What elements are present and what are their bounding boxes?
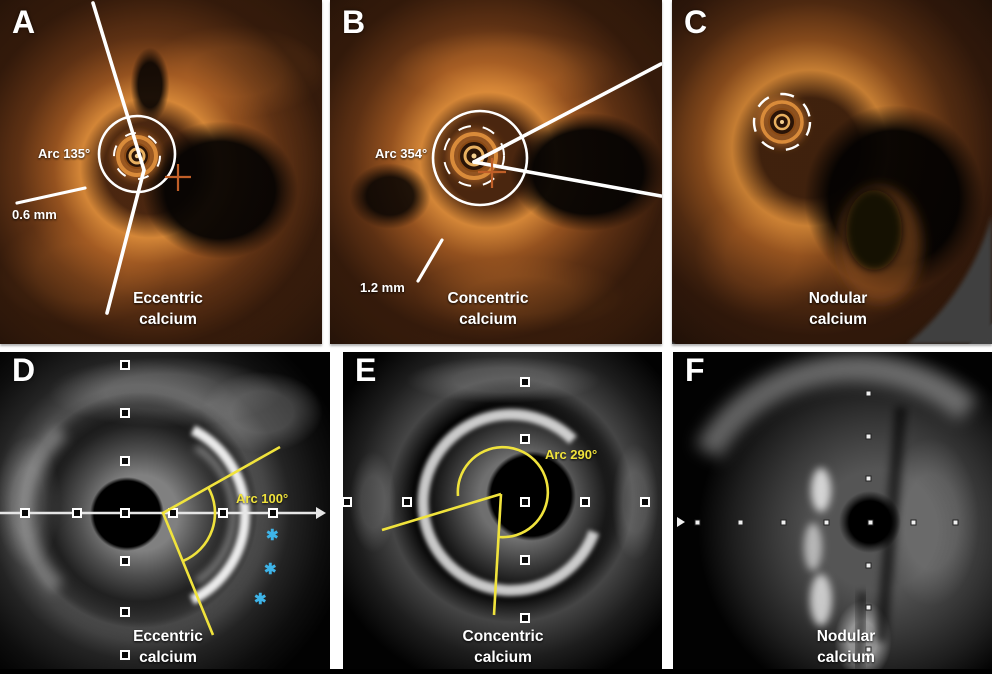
calcium-echo [17, 425, 251, 605]
caption-line: calcium [817, 649, 875, 666]
panel-caption: Concentric calcium [408, 288, 568, 330]
panel-letter: D [12, 352, 36, 388]
caption-line: Nodular [808, 290, 868, 307]
arc-measurement-label: Arc 100° [236, 491, 289, 506]
figure-bottom-border [0, 669, 992, 674]
tick-markers [20, 360, 278, 660]
tick-markers [343, 377, 650, 623]
panel-f-ivus-nodular-calcium: F Nodular calcium [673, 352, 992, 669]
crosshair-marker [478, 158, 506, 188]
panel-d-graphics [0, 360, 326, 660]
panel-caption: Nodular calcium [766, 626, 926, 668]
speckle-texture [695, 353, 978, 669]
panel-letter: E [355, 352, 377, 388]
arc-measurement-label: Arc 354° [375, 146, 428, 161]
arc-measurement-label: Arc 135° [38, 146, 91, 161]
scan-field-corner [907, 215, 992, 344]
calcium-arc-annotation [15, 1, 177, 315]
panel-caption: Nodular calcium [758, 288, 918, 330]
panel-a-oct-eccentric-calcium: A Arc 135° 0.6 mm Eccentric calcium [0, 0, 322, 344]
calcified-nodule [838, 187, 922, 303]
arc-angle-annotation [381, 445, 550, 616]
thickness-measurement-label: 0.6 mm [12, 207, 57, 222]
arc-measurement-label: Arc 290° [545, 447, 598, 462]
panel-b-graphics [416, 62, 662, 283]
panel-letter: C [684, 4, 708, 40]
crosshair-marker [165, 164, 191, 191]
caption-line: Nodular [816, 628, 876, 645]
calcium-echo [417, 409, 600, 597]
panel-e-graphics [343, 377, 650, 623]
caption-line: calcium [139, 649, 197, 666]
panel-b-oct-concentric-calcium: B Arc 354° 1.2 mm Concentric calcium [330, 0, 662, 344]
axis-arrow-icon [677, 517, 685, 527]
arc-angle-annotation [161, 445, 281, 636]
tick-markers [694, 390, 959, 653]
caption-line: Concentric [462, 628, 544, 645]
panel-letter: A [12, 4, 36, 40]
panel-caption: Eccentric calcium [88, 288, 248, 330]
panel-letter: B [342, 4, 366, 40]
calcium-arc-annotation [416, 62, 662, 283]
panel-c-oct-nodular-calcium: C Nodular calcium [672, 0, 992, 344]
asterisk-marker: ✱ [264, 561, 277, 578]
panel-e-ivus-concentric-calcium: E Arc 290° Concentric calcium [343, 352, 662, 669]
caption-line: calcium [139, 311, 197, 328]
caption-line: Eccentric [133, 628, 203, 645]
caption-line: Eccentric [133, 290, 203, 307]
measurement-axis [0, 507, 326, 519]
calcium-arc-annotation [752, 92, 812, 152]
asterisk-marker: ✱ [254, 591, 267, 608]
caption-line: calcium [474, 649, 532, 666]
panel-f-graphics [677, 353, 978, 669]
thickness-measurement-label: 1.2 mm [360, 280, 405, 295]
panel-letter: F [685, 352, 705, 388]
caption-line: calcium [459, 311, 517, 328]
caption-line: calcium [809, 311, 867, 328]
panel-d-ivus-eccentric-calcium: D Arc 100° ✱ ✱ ✱ Eccentric calcium [0, 352, 330, 669]
panel-caption: Concentric calcium [423, 626, 583, 668]
panel-caption: Eccentric calcium [88, 626, 248, 668]
catheter-artifact [757, 97, 807, 147]
axis-arrow-icon [316, 507, 326, 519]
catheter-artifact [447, 129, 501, 183]
asterisk-marker: ✱ [266, 527, 279, 544]
caption-line: Concentric [447, 290, 529, 307]
panel-a-graphics [15, 1, 191, 315]
panel-c-graphics [752, 92, 992, 344]
